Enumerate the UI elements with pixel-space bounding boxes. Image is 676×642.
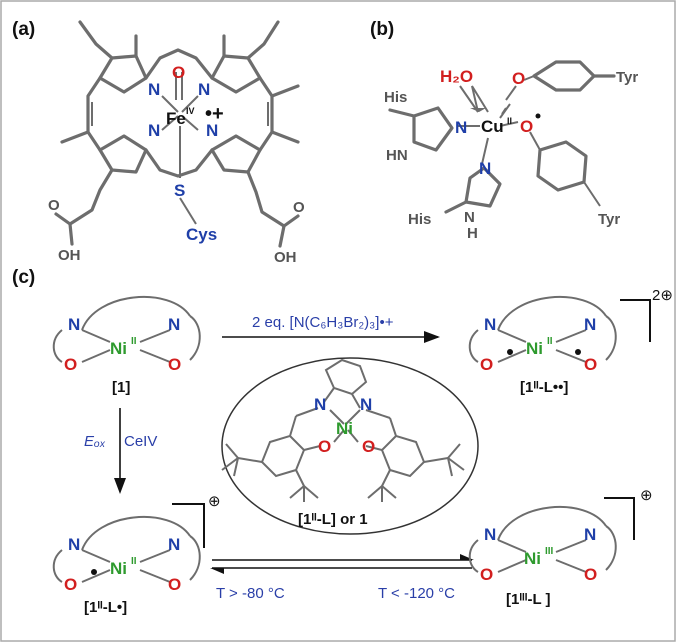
iron-oxidation-state: IV	[186, 106, 195, 116]
panel-label-b: (b)	[370, 19, 394, 40]
porphyrin-n1: N	[148, 80, 160, 99]
acid-oh-left: OH	[58, 247, 81, 264]
copper-site-structure	[388, 60, 616, 214]
complex-diradical-ni: Ni	[526, 339, 543, 358]
his-upper-label: His	[384, 89, 407, 106]
complex-ni3-ni-ox: III	[545, 546, 554, 557]
copper-oxidation-state: II	[507, 116, 512, 126]
complex-diradical-o-right: O	[584, 355, 597, 374]
his-lower-label: His	[408, 211, 431, 228]
complex-radical-o-right: O	[168, 575, 181, 594]
radical-dot-left	[507, 349, 513, 355]
oxo-label: O	[172, 63, 185, 82]
iron-label: Fe	[166, 109, 186, 128]
tyr-lower-label: Tyr	[598, 211, 620, 228]
complex-diradical-n-left: N	[484, 315, 496, 334]
his-lower-n: N	[464, 209, 475, 226]
porphyrin-n4: N	[206, 121, 218, 140]
complex-radical-ni: Ni	[110, 559, 127, 578]
charge-plus-left: ⊕	[208, 493, 221, 510]
complex-1-n-left: N	[68, 315, 80, 334]
ligand-ellipse	[221, 357, 479, 535]
copper-label: Cu	[481, 117, 504, 136]
ligand-o-right: O	[362, 437, 375, 456]
complex-1-label: [1]	[112, 379, 130, 396]
ligand-label: [1ᴵᴵ-L] or 1	[298, 511, 368, 528]
complex-diradical-o-left: O	[480, 355, 493, 374]
oxidation-arrowhead	[424, 331, 440, 343]
porphyrin-n3: N	[148, 121, 160, 140]
complex-diradical-label: [1ᴵᴵ-L••]	[520, 379, 568, 396]
sulfur-label: S	[174, 181, 185, 200]
complex-1-n-right: N	[168, 315, 180, 334]
complex-ni3-o-left: O	[480, 565, 493, 584]
equilibrium-back-head	[210, 568, 224, 574]
complex-1-o-right: O	[168, 355, 181, 374]
complex-radical-n-left: N	[68, 535, 80, 554]
charge-plus-right: ⊕	[640, 487, 653, 504]
porphyrin-structure	[54, 20, 300, 248]
his-n-upper: N	[455, 118, 467, 137]
temp-high-label: T > -80 °C	[216, 585, 285, 602]
ligand-ni: Ni	[336, 419, 353, 438]
complex-radical-o-left: O	[64, 575, 77, 594]
panel-label-c: (c)	[12, 267, 35, 288]
acid-oh-right: OH	[274, 249, 297, 266]
temp-low-label: T < -120 °C	[378, 585, 455, 602]
charge-2plus: 2⊕	[652, 287, 673, 304]
complex-ni3-ni: Ni	[524, 549, 541, 568]
eox-label: Eₒₓ	[84, 433, 106, 450]
complex-ni3-o-right: O	[584, 565, 597, 584]
complex-diradical-ni-ox: II	[547, 336, 553, 347]
complex-ni3	[468, 497, 635, 573]
radical-cation-label: •+	[205, 103, 224, 125]
cerium-label: CeIV	[124, 433, 157, 450]
panel-label-a: (a)	[12, 19, 35, 40]
his-n-lower: N	[479, 159, 491, 178]
complex-diradical	[468, 296, 651, 363]
complex-ni3-n-right: N	[584, 525, 596, 544]
water-label: H₂O	[440, 67, 473, 86]
ligand-o-left: O	[318, 437, 331, 456]
ligand-n-left: N	[314, 395, 326, 414]
tyrosine-o-upper: O	[512, 69, 525, 88]
porphyrin-n2: N	[198, 80, 210, 99]
acid-o-right: O	[293, 199, 305, 216]
ligand-n-right: N	[360, 395, 372, 414]
ligand-structure	[221, 358, 465, 502]
radical-dot-single	[91, 569, 97, 575]
complex-ni3-n-left: N	[484, 525, 496, 544]
complex-ni3-label: [1ᴵᴵᴵ-L ]	[506, 591, 551, 608]
his-upper-hn: HN	[386, 147, 408, 164]
complex-1-ni: Ni	[110, 339, 127, 358]
complex-radical-n-right: N	[168, 535, 180, 554]
complex-1	[52, 296, 201, 363]
his-lower-h: H	[467, 225, 478, 242]
tyr-upper-label: Tyr	[616, 69, 638, 86]
complex-radical-ni-ox: II	[131, 556, 137, 567]
complex-radical-label: [1ᴵᴵ-L•]	[84, 599, 127, 616]
oxidant-label: 2 eq. [N(C₆H₃Br₂)₃]•+	[252, 314, 394, 331]
radical-dot-right	[575, 349, 581, 355]
complex-1-ni-ox: II	[131, 336, 137, 347]
cysteine-label: Cys	[186, 225, 217, 244]
tyrosyl-radical-dot	[535, 113, 541, 119]
equilibrium-forward-head	[460, 554, 474, 560]
complex-radical	[52, 503, 205, 583]
reduction-arrowhead	[114, 478, 126, 494]
tyrosyl-radical-o: O	[520, 117, 533, 136]
complex-diradical-n-right: N	[584, 315, 596, 334]
acid-o-left: O	[48, 197, 60, 214]
complex-1-o-left: O	[64, 355, 77, 374]
